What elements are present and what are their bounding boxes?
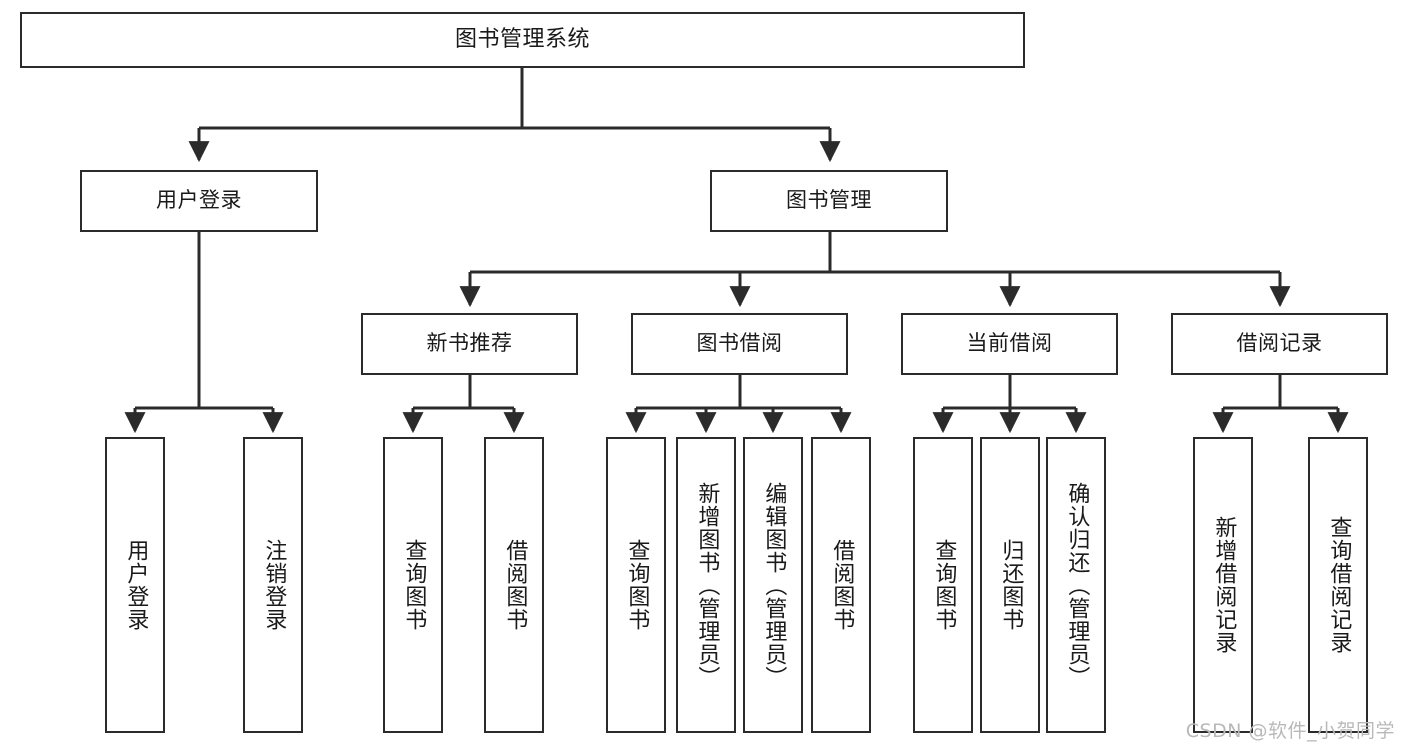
node-user-login[interactable]: 用户登录 [80, 170, 318, 232]
leaf-book-borrow-borrow[interactable]: 借阅图书 [811, 437, 871, 733]
node-borrow-record-label: 借阅记录 [1236, 331, 1323, 356]
node-book-borrow-label: 图书借阅 [696, 331, 783, 356]
node-book-management[interactable]: 图书管理 [710, 170, 948, 232]
leaf-current-borrow-query[interactable]: 查询图书 [913, 437, 973, 733]
leaf-label: 确认归还（管理员） [1064, 481, 1090, 689]
node-root-label: 图书管理系统 [454, 26, 590, 52]
leaf-current-borrow-return[interactable]: 归还图书 [980, 437, 1040, 733]
leaf-book-borrow-edit[interactable]: 编辑图书（管理员） [743, 437, 803, 733]
node-book-management-label: 图书管理 [786, 188, 872, 213]
leaf-borrow-record-add[interactable]: 新增借阅记录 [1193, 437, 1253, 733]
node-new-book-recommend-label: 新书推荐 [426, 331, 513, 356]
node-current-borrow[interactable]: 当前借阅 [901, 313, 1118, 375]
leaf-label: 查询图书 [624, 539, 650, 631]
leaf-label: 用户登录 [123, 539, 149, 631]
leaf-label: 新增图书（管理员） [694, 481, 720, 689]
leaf-user-login-login[interactable]: 用户登录 [105, 437, 165, 733]
node-root[interactable]: 图书管理系统 [20, 12, 1025, 68]
leaf-label: 查询图书 [401, 539, 427, 631]
csdn-watermark: CSDN @软件_小贺同学 [1185, 720, 1395, 742]
node-user-login-label: 用户登录 [156, 188, 242, 213]
leaf-label: 借阅图书 [829, 539, 855, 631]
node-new-book-recommend[interactable]: 新书推荐 [361, 313, 578, 375]
leaf-label: 注销登录 [261, 539, 287, 631]
leaf-label: 借阅图书 [502, 539, 528, 631]
leaf-borrow-record-query[interactable]: 查询借阅记录 [1308, 437, 1368, 733]
leaf-label: 查询图书 [931, 539, 957, 631]
node-current-borrow-label: 当前借阅 [966, 331, 1053, 356]
leaf-label: 编辑图书（管理员） [761, 481, 787, 689]
leaf-new-book-borrow[interactable]: 借阅图书 [484, 437, 544, 733]
node-borrow-record[interactable]: 借阅记录 [1171, 313, 1388, 375]
leaf-book-borrow-add[interactable]: 新增图书（管理员） [676, 437, 736, 733]
leaf-current-borrow-confirm-return[interactable]: 确认归还（管理员） [1046, 437, 1106, 733]
leaf-new-book-query[interactable]: 查询图书 [383, 437, 443, 733]
leaf-label: 归还图书 [998, 539, 1024, 631]
leaf-label: 查询借阅记录 [1326, 516, 1352, 654]
leaf-user-login-logout[interactable]: 注销登录 [243, 437, 303, 733]
node-book-borrow[interactable]: 图书借阅 [631, 313, 848, 375]
leaf-label: 新增借阅记录 [1211, 516, 1237, 654]
leaf-book-borrow-query[interactable]: 查询图书 [606, 437, 666, 733]
